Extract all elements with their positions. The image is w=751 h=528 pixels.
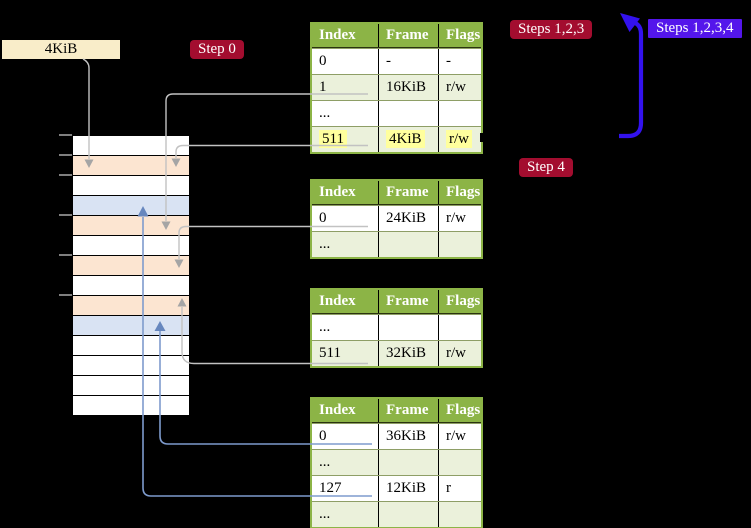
memory-row-white <box>73 396 189 415</box>
table-cell: Flags <box>438 290 481 313</box>
table-cell: Frame <box>378 181 438 204</box>
memory-row-white <box>73 176 189 196</box>
table-cell: 0 <box>319 428 327 444</box>
table-cell: Frame <box>378 399 438 422</box>
table-cell: 4KiB <box>378 127 438 152</box>
table-cell: r/w <box>438 75 481 100</box>
table-cell: 511 <box>312 127 378 152</box>
memory-row-peach <box>73 296 189 316</box>
badge-step-4: Step 4 <box>519 158 573 177</box>
table-cell: r <box>438 476 481 501</box>
arrowhead-up-left-icon <box>620 13 640 32</box>
table-cell: ... <box>319 105 331 121</box>
table-cell: Index <box>319 184 356 200</box>
table-row: 511 4KiB r/w <box>312 126 481 152</box>
table-cell: - <box>438 49 481 74</box>
table-cell: r/w <box>438 127 481 152</box>
table-cell: - <box>378 49 438 74</box>
table-cell: ... <box>319 506 331 522</box>
table-cell <box>438 502 481 527</box>
page-size-label: 4KiB <box>2 40 120 59</box>
table-cell <box>438 315 481 340</box>
table-cell: r/w <box>438 341 481 366</box>
memory-row-blue <box>73 316 189 336</box>
physical-memory-column <box>72 135 190 416</box>
address-tick <box>59 174 72 176</box>
table-cell: Flags <box>438 399 481 422</box>
address-tick <box>59 214 72 216</box>
table-cell: r/w <box>438 206 481 231</box>
address-tick <box>59 154 72 156</box>
table-cell: Flags <box>438 181 481 204</box>
table-row: 0 -- <box>312 48 481 74</box>
table-cell: 0 <box>319 210 327 226</box>
table-cell <box>378 101 438 126</box>
address-tick <box>59 134 72 136</box>
table-cell <box>378 502 438 527</box>
table-cell <box>378 450 438 475</box>
table-cell: r/w <box>438 424 481 449</box>
table-cell: 24KiB <box>378 206 438 231</box>
table-cell <box>378 232 438 257</box>
table-cell: ... <box>319 319 331 335</box>
table-cell: ... <box>319 454 331 470</box>
memory-row-peach <box>73 256 189 276</box>
table-cell: Index <box>319 293 356 309</box>
table-cell <box>438 232 481 257</box>
memory-row-white <box>73 276 189 296</box>
memory-row-peach <box>73 156 189 176</box>
badge-step-0: Step 0 <box>190 40 244 59</box>
highlighted-value: 511 <box>319 130 347 148</box>
table-row: ... <box>312 100 481 126</box>
memory-row-blue <box>73 196 189 216</box>
table-cell: Flags <box>438 24 481 47</box>
table-row: ... <box>312 501 481 527</box>
highlighted-value: 4KiB <box>386 130 425 148</box>
table-cell: Index <box>319 27 356 43</box>
memory-row-white <box>73 356 189 376</box>
memory-row-white <box>73 336 189 356</box>
table-cell: 32KiB <box>378 341 438 366</box>
table-row: ... <box>312 314 481 340</box>
memory-row-white <box>73 376 189 396</box>
memory-row-peach <box>73 216 189 236</box>
memory-row-white <box>73 136 189 156</box>
table-cell: 511 <box>319 345 341 361</box>
table-cell: 36KiB <box>378 424 438 449</box>
table-cell <box>438 450 481 475</box>
table-row: ... <box>312 449 481 475</box>
table-cell: 127 <box>319 480 342 496</box>
badge-steps-1-2-3: Steps 1,2,3 <box>510 20 593 39</box>
table-cell: Frame <box>378 24 438 47</box>
table-cell <box>438 101 481 126</box>
table-cell: 1 <box>319 79 327 95</box>
table-cell: 12KiB <box>378 476 438 501</box>
table-cell <box>378 315 438 340</box>
address-tick <box>59 254 72 256</box>
table-cell: 16KiB <box>378 75 438 100</box>
table-row: ... <box>312 231 481 257</box>
table-cell: ... <box>319 236 331 252</box>
big-blue-loop-arrow <box>619 20 644 139</box>
table-cell: 0 <box>319 53 327 69</box>
badge-steps-1-2-3-4: Steps 1,2,3,4 <box>648 19 742 38</box>
table-cell: Index <box>319 402 356 418</box>
table-cell: Frame <box>378 290 438 313</box>
memory-row-white <box>73 236 189 256</box>
highlighted-value: r/w <box>446 130 472 148</box>
address-tick <box>59 294 72 296</box>
